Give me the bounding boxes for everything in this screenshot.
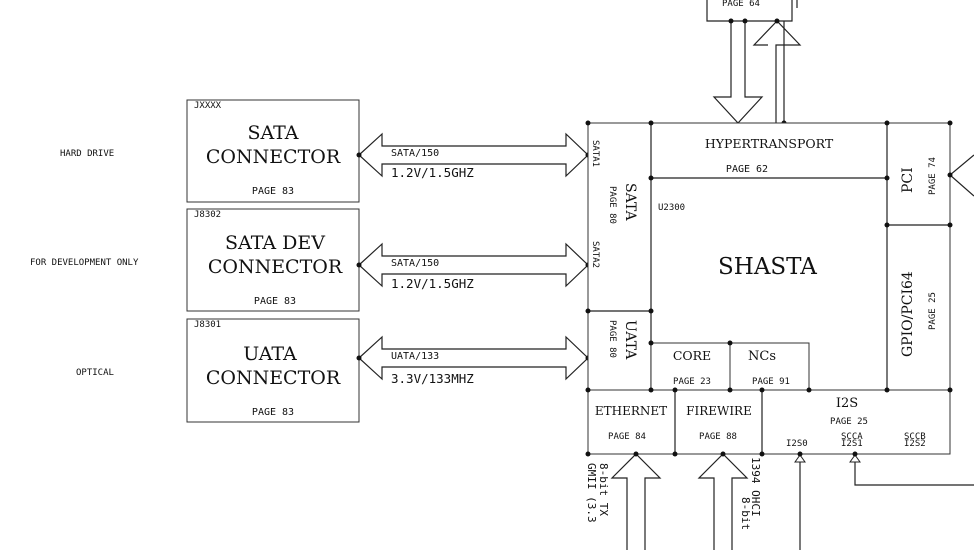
connector-page: PAGE 83 — [252, 186, 294, 197]
scca-port-label: SCCA — [841, 432, 863, 442]
hypertransport-label: HYPERTRANSPORT — [705, 136, 834, 151]
bus-spec: 1.2V/1.5GHZ — [391, 276, 474, 291]
hypertransport-page: PAGE 62 — [726, 164, 768, 175]
uata-bus-arrow: UATA/133 3.3V/133MHZ — [356, 335, 591, 386]
bus-label: UATA/133 — [391, 351, 439, 362]
firewire-bus-sublabel: 8-bit — [739, 497, 752, 530]
connector-ref: J8301 — [194, 320, 221, 330]
sata1-port-label: SATA1 — [590, 140, 600, 167]
i2s0-port-label: I2S0 — [786, 439, 808, 449]
i2s1-port-label: I2S1 — [841, 439, 863, 449]
gpio-block-page: PAGE 25 — [928, 292, 938, 330]
sata2-port-label: SATA2 — [590, 241, 600, 268]
sata-block-label: SATA — [622, 183, 638, 222]
gmii-sublabel: 8-bit TX — [597, 463, 610, 516]
firewire-arrow — [697, 451, 749, 550]
scca-line — [849, 451, 974, 486]
ethernet-arrow — [610, 451, 662, 550]
gpio-block-label: GPIO/PCI64 — [900, 271, 916, 357]
firewire-page: PAGE 88 — [699, 432, 737, 442]
hypertransport-arrows — [712, 18, 802, 126]
i2s-page: PAGE 25 — [830, 417, 868, 427]
bus-spec: 3.3V/133MHZ — [391, 371, 474, 386]
sccb-port-label: SCCB — [904, 432, 926, 442]
ncs-page: PAGE 91 — [752, 377, 790, 387]
connector-subtitle: CONNECTOR — [206, 146, 341, 168]
uata-connector-box: J8301 UATA CONNECTOR PAGE 83 — [186, 318, 360, 423]
gmii-label: GMII (3.3 — [585, 463, 598, 523]
connector-subtitle: CONNECTOR — [206, 367, 341, 389]
top-block-page: PAGE 64 — [722, 0, 760, 9]
bus-label: SATA/150 — [391, 258, 439, 269]
shasta-chip: SHASTA U2300 HYPERTRANSPORT PAGE 62 SATA… — [585, 120, 953, 457]
i2s0-line — [794, 451, 806, 550]
firewire-bus-label: 1394 OHCI — [749, 457, 762, 517]
i2s-label: I2S — [836, 396, 858, 411]
connector-title: SATA — [247, 122, 298, 144]
connector-title: SATA DEV — [225, 232, 325, 254]
sata-dev-connector-box: J8302 SATA DEV CONNECTOR PAGE 83 — [186, 208, 360, 312]
connector-ref: J8302 — [194, 210, 221, 220]
top-block: PAGE 64 — [706, 0, 798, 22]
bus-spec: 1.2V/1.5GHZ — [391, 165, 474, 180]
ethernet-label: ETHERNET — [595, 404, 667, 418]
i2s2-port-label: I2S2 — [904, 439, 926, 449]
core-label: CORE — [673, 348, 711, 363]
connector-ref: JXXXX — [194, 101, 222, 111]
ethernet-page: PAGE 84 — [608, 432, 646, 442]
pci-block-label: PCI — [900, 167, 916, 193]
pci-block-page: PAGE 74 — [928, 157, 938, 195]
uata-block-label: UATA — [622, 320, 638, 360]
bus-label: SATA/150 — [391, 148, 439, 159]
connector-page: PAGE 83 — [252, 407, 294, 418]
drive-label-hard-drive: HARD DRIVE — [60, 149, 114, 159]
drive-label-development: FOR DEVELOPMENT ONLY — [30, 258, 139, 268]
sata-block-page: PAGE 80 — [607, 186, 617, 224]
connector-page: PAGE 83 — [254, 296, 296, 307]
drive-label-optical: OPTICAL — [76, 368, 114, 378]
ncs-label: NCs — [748, 349, 776, 364]
connector-subtitle: CONNECTOR — [208, 256, 343, 278]
firewire-label: FIREWIRE — [686, 404, 752, 418]
pci-arrow — [947, 154, 974, 197]
uata-block-page: PAGE 80 — [607, 320, 617, 358]
core-page: PAGE 23 — [673, 377, 711, 387]
sata-dev-bus-arrow: SATA/150 1.2V/1.5GHZ — [356, 242, 591, 291]
sata-connector-box: JXXXX SATA CONNECTOR PAGE 83 — [186, 99, 360, 203]
connector-title: UATA — [243, 343, 297, 365]
sata-bus-arrow: SATA/150 1.2V/1.5GHZ — [356, 132, 591, 180]
chip-ref: U2300 — [658, 203, 685, 213]
chip-name: SHASTA — [718, 254, 817, 280]
